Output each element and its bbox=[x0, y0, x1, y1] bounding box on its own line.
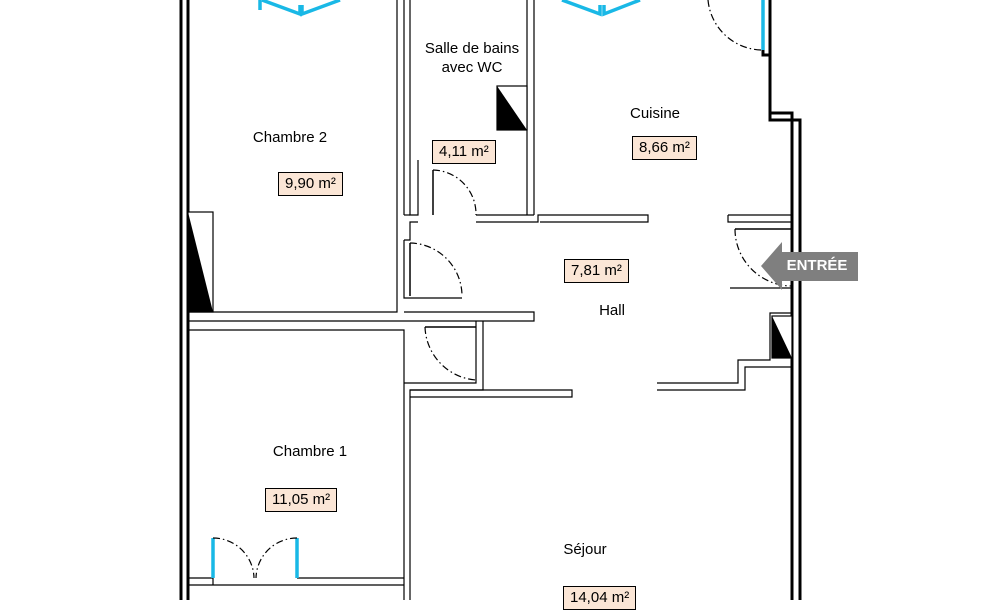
room-label-chambre1: Chambre 1 bbox=[272, 443, 348, 460]
room-label-sdb-line2: avec WC bbox=[441, 59, 503, 76]
room-label-cuisine: Cuisine bbox=[629, 105, 681, 122]
area-tag-hall: 7,81 m² bbox=[564, 259, 629, 283]
room-label-sejour: Séjour bbox=[563, 541, 607, 558]
room-label-sdb-line1: Salle de bains bbox=[424, 40, 520, 57]
interior-walls bbox=[188, 0, 793, 600]
area-tag-sejour: 14,04 m² bbox=[563, 586, 637, 610]
closets bbox=[187, 85, 793, 359]
room-label-chambre2: Chambre 2 bbox=[252, 129, 328, 146]
windows bbox=[211, 0, 765, 579]
entrance-label: ENTRÉE bbox=[786, 257, 848, 274]
area-tag-sdb: 4,11 m² bbox=[432, 140, 496, 164]
exterior-walls bbox=[179, 0, 802, 600]
area-tag-chambre2: 9,90 m² bbox=[278, 172, 343, 196]
room-label-hall: Hall bbox=[599, 302, 625, 319]
area-tag-cuisine: 8,66 m² bbox=[632, 136, 697, 160]
area-tag-chambre1: 11,05 m² bbox=[265, 488, 338, 512]
entrance-arrow-icon bbox=[761, 242, 858, 290]
doors bbox=[409, 0, 793, 381]
